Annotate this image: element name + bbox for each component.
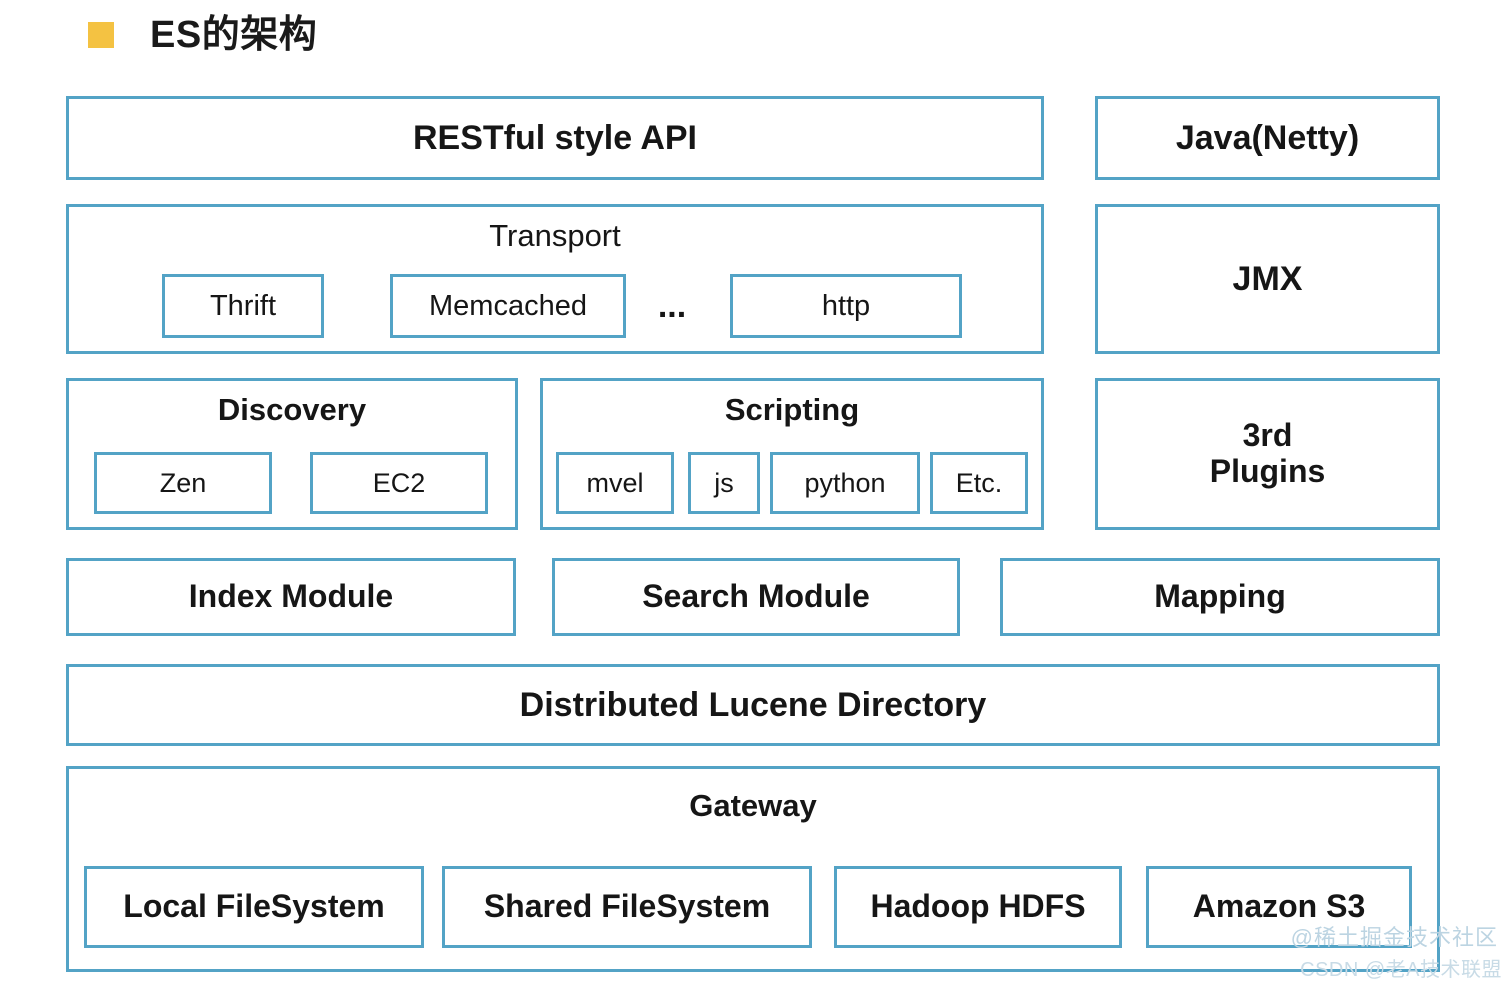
- box-index-module[interactable]: Index Module: [66, 558, 516, 636]
- box-hadoop-hdfs[interactable]: Hadoop HDFS: [834, 866, 1122, 948]
- box-etc-label: Etc.: [955, 467, 1003, 498]
- group-transport-label: Transport: [489, 218, 621, 253]
- box-java-netty[interactable]: Java(Netty): [1095, 96, 1440, 180]
- box-zen-label: Zen: [159, 467, 207, 498]
- box-mvel[interactable]: mvel: [556, 452, 674, 514]
- box-python[interactable]: python: [770, 452, 920, 514]
- box-etc[interactable]: Etc.: [930, 452, 1028, 514]
- box-js-label: js: [714, 467, 734, 498]
- box-restful-style-api[interactable]: RESTful style API: [66, 96, 1044, 180]
- transport-ellipsis: ...: [648, 287, 696, 325]
- box-amazon-s3[interactable]: Amazon S3: [1146, 866, 1412, 948]
- box-ec2-label: EC2: [372, 467, 426, 498]
- box-thrift-label: Thrift: [209, 289, 277, 322]
- box-ec2[interactable]: EC2: [310, 452, 488, 514]
- box-http-label: http: [821, 289, 871, 322]
- box-3rd-plugins-label: 3rd Plugins: [1209, 417, 1326, 489]
- box-local-filesystem-label: Local FileSystem: [123, 888, 385, 925]
- group-discovery-label: Discovery: [217, 392, 367, 427]
- box-distributed-lucene-directory-label: Distributed Lucene Directory: [519, 685, 987, 724]
- box-restful-style-api-label: RESTful style API: [412, 118, 698, 157]
- box-thrift[interactable]: Thrift: [162, 274, 324, 338]
- box-js[interactable]: js: [688, 452, 760, 514]
- box-zen[interactable]: Zen: [94, 452, 272, 514]
- box-mapping[interactable]: Mapping: [1000, 558, 1440, 636]
- box-memcached[interactable]: Memcached: [390, 274, 626, 338]
- box-distributed-lucene-directory[interactable]: Distributed Lucene Directory: [66, 664, 1440, 746]
- box-jmx[interactable]: JMX: [1095, 204, 1440, 354]
- box-memcached-label: Memcached: [429, 289, 587, 322]
- box-search-module-label: Search Module: [642, 578, 870, 615]
- box-amazon-s3-label: Amazon S3: [1192, 888, 1366, 925]
- group-scripting-label: Scripting: [724, 392, 860, 427]
- box-http[interactable]: http: [730, 274, 962, 338]
- box-hadoop-hdfs-label: Hadoop HDFS: [870, 888, 1086, 925]
- transport-ellipsis-label: ...: [657, 287, 687, 325]
- box-index-module-label: Index Module: [188, 578, 394, 615]
- page-title-label: ES的架构: [150, 14, 318, 56]
- box-mvel-label: mvel: [586, 467, 644, 498]
- box-search-module[interactable]: Search Module: [552, 558, 960, 636]
- box-java-netty-label: Java(Netty): [1175, 118, 1360, 157]
- group-gateway-label: Gateway: [689, 788, 817, 823]
- box-local-filesystem[interactable]: Local FileSystem: [84, 866, 424, 948]
- box-jmx-label: JMX: [1232, 259, 1303, 298]
- bullet-square-icon: [88, 22, 114, 48]
- box-shared-filesystem-label: Shared FileSystem: [483, 888, 771, 925]
- box-python-label: python: [804, 467, 886, 498]
- box-mapping-label: Mapping: [1154, 578, 1286, 615]
- page-title: ES的架构: [88, 16, 317, 54]
- box-shared-filesystem[interactable]: Shared FileSystem: [442, 866, 812, 948]
- box-3rd-plugins[interactable]: 3rd Plugins: [1095, 378, 1440, 530]
